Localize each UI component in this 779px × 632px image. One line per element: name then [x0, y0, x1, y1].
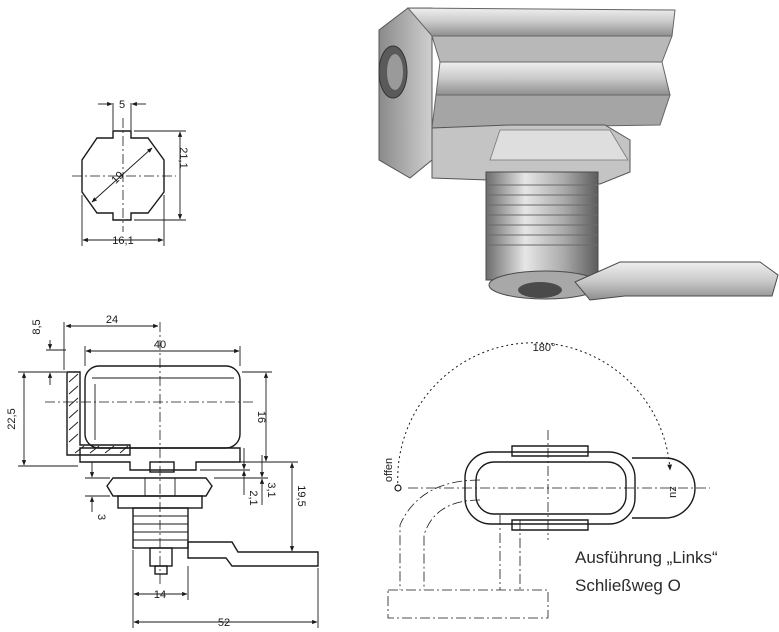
- dim-52: 52: [218, 617, 230, 629]
- dim-2-1: 2,1: [247, 490, 259, 505]
- dim-cam-height: 21,1: [177, 147, 189, 168]
- dim-14: 14: [154, 589, 166, 601]
- cam-section-view: [72, 101, 186, 246]
- side-elevation-view: [18, 322, 319, 628]
- caption-closing-direction: Schließweg O: [575, 576, 681, 595]
- dim-cam-width: 16,1: [112, 235, 133, 247]
- dim-slot-width: 5: [119, 99, 125, 111]
- dim-8-5: 8,5: [31, 319, 43, 334]
- rotation-angle: 180°: [533, 342, 556, 354]
- product-photo: [378, 7, 779, 301]
- dim-19-5: 19,5: [295, 485, 307, 506]
- dim-3: 3: [95, 514, 107, 520]
- dim-3-1: 3,1: [265, 482, 277, 497]
- dim-24: 24: [106, 314, 118, 326]
- caption-version: Ausführung „Links“: [575, 548, 718, 567]
- rotation-plan-view: [387, 342, 710, 619]
- label-open: offen: [383, 458, 395, 482]
- dim-22-5: 22,5: [6, 408, 18, 429]
- dim-16: 16: [255, 411, 267, 423]
- cam-outline: [81, 130, 165, 221]
- label-closed: zu: [667, 486, 679, 498]
- dim-40: 40: [154, 339, 166, 351]
